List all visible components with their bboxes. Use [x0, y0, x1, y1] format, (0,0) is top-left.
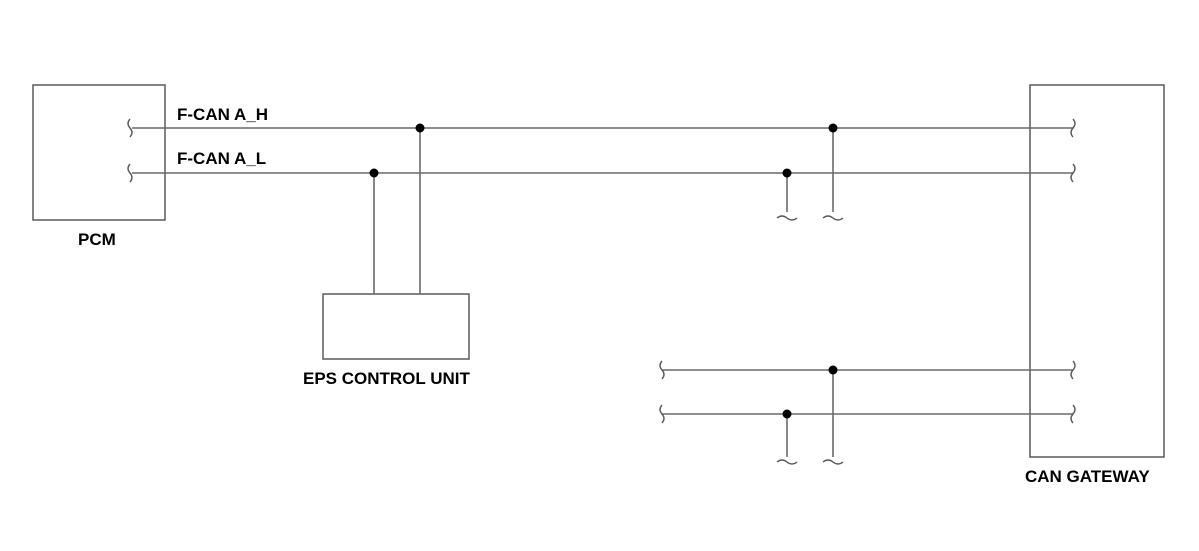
- break-mark-pcm-low: [127, 163, 133, 183]
- junction-branch-low: [782, 168, 792, 178]
- pcm-box: [32, 84, 166, 221]
- break-mark-lower-left-low: [659, 404, 665, 424]
- junction-branch-high: [828, 123, 838, 133]
- can-gateway-label: CAN GATEWAY: [1025, 467, 1150, 486]
- fcan-low-label: F-CAN A_L: [177, 149, 266, 168]
- can-gateway-box: [1029, 84, 1165, 458]
- junction-eps-high: [415, 123, 425, 133]
- fcan-high-label: F-CAN A_H: [177, 105, 268, 124]
- eps-control-unit-label: EPS CONTROL UNIT: [303, 369, 470, 388]
- eps-control-unit-box: [322, 293, 470, 360]
- break-mark-lower-branch-high: [822, 459, 844, 465]
- break-mark-lower-left-high: [659, 360, 665, 380]
- break-mark-gw-lower-high: [1070, 360, 1076, 380]
- break-mark-lower-branch-low: [776, 459, 798, 465]
- break-mark-branch-low: [776, 215, 798, 221]
- junction-eps-low: [369, 168, 379, 178]
- junction-lower-high: [828, 365, 838, 375]
- break-mark-gw-low: [1070, 163, 1076, 183]
- pcm-label: PCM: [78, 230, 116, 249]
- break-mark-pcm-high: [127, 118, 133, 138]
- break-mark-gw-high: [1070, 118, 1076, 138]
- break-mark-branch-high: [822, 215, 844, 221]
- break-mark-gw-lower-low: [1070, 404, 1076, 424]
- junction-lower-low: [782, 409, 792, 419]
